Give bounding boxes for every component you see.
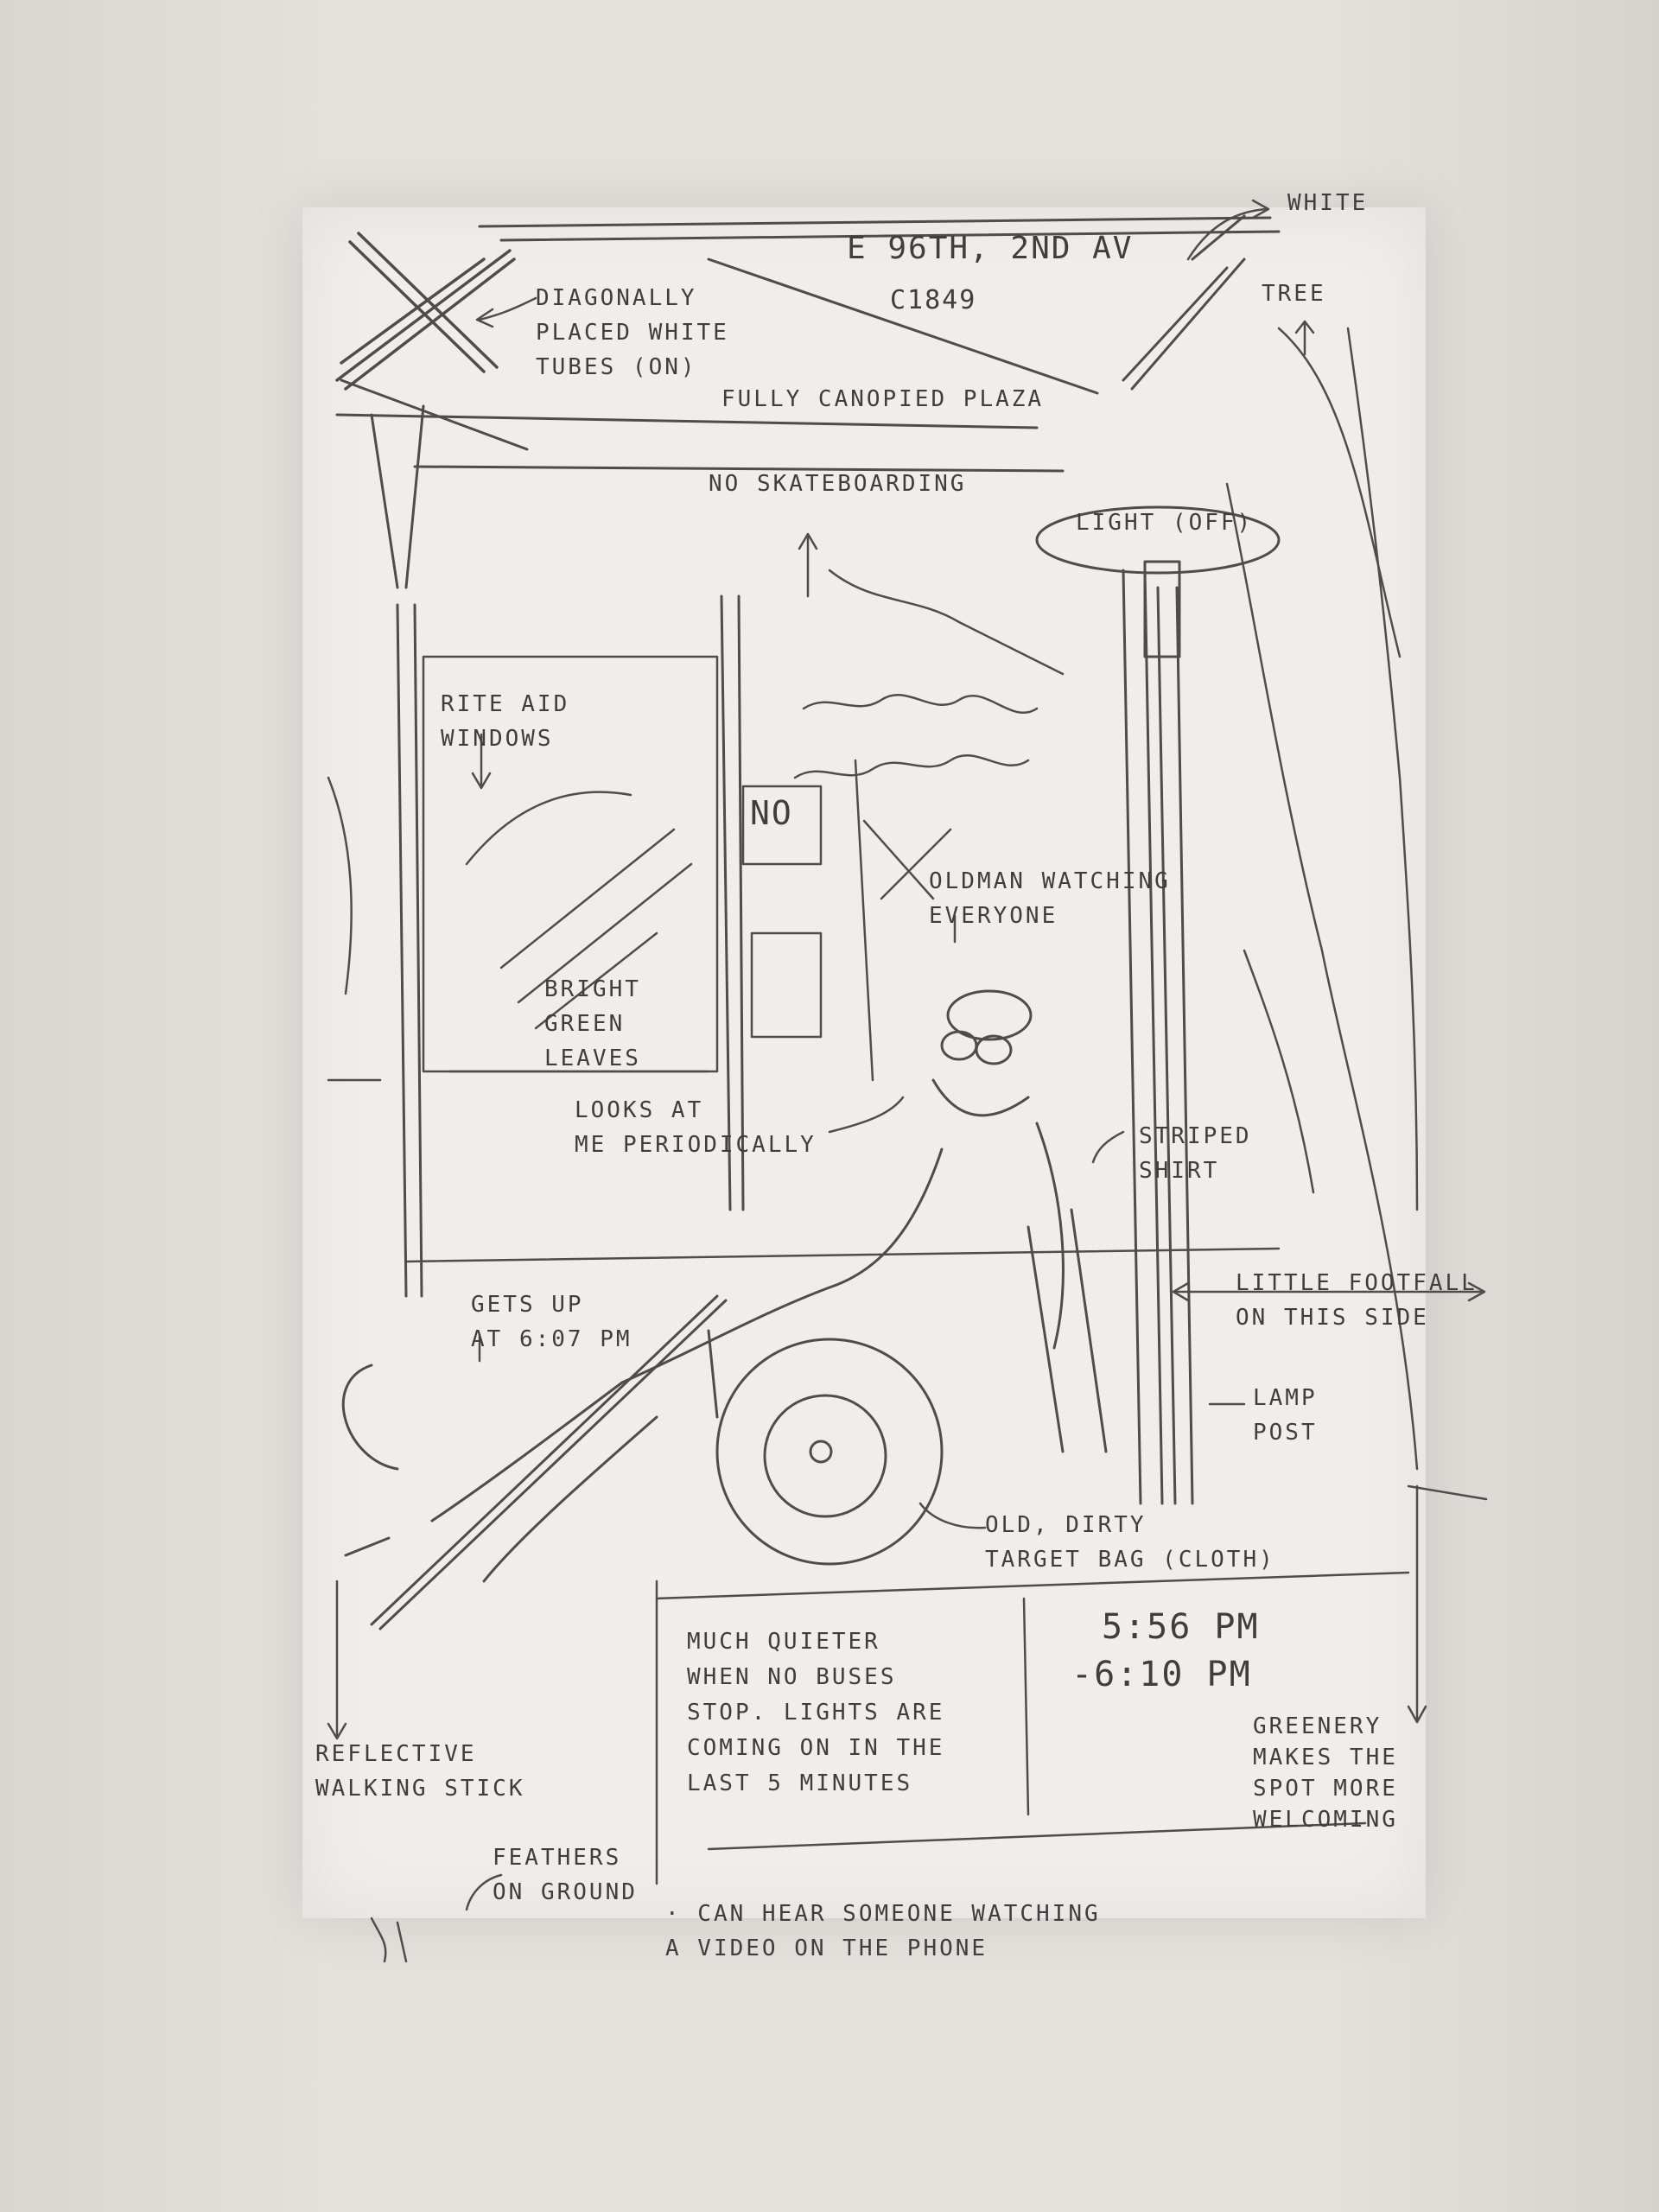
store-windows [327, 655, 874, 1082]
diagonal-tubes [335, 232, 516, 391]
no-sign: NO [750, 794, 793, 832]
looks-note: Looks at me periodically [575, 1097, 817, 1158]
target-bag-note: Old, dirty Target bag (cloth) [985, 1512, 1275, 1573]
quieter-note: Much quieter when no buses stop. Lights … [687, 1629, 945, 1796]
plaza-note: Fully canopied plaza [721, 386, 1045, 412]
tubes-note: Diagonally placed white tubes (on) [536, 285, 729, 380]
old-man-figure [341, 989, 1108, 1630]
skateboarding-note: No skateboarding [709, 471, 967, 497]
white-note: White [1287, 190, 1369, 216]
striped-shirt-note: Striped shirt [1139, 1123, 1252, 1184]
location-label: E 96th, 2nd Av [847, 231, 1134, 266]
light-note: Light (off) [1076, 510, 1254, 536]
sketchbook-page [302, 207, 1426, 1918]
rite-aid-note: Rite Aid windows [441, 691, 570, 752]
annotation-arrows [327, 199, 1486, 1963]
ground-lines [404, 1247, 1488, 1600]
leaves-note: Bright green leaves [544, 976, 641, 1071]
notes-dividers [655, 1580, 1367, 1885]
old-man-note: Oldman watching everyone [929, 868, 1171, 929]
canopy-lines [335, 214, 1281, 473]
leaves-scribbles [793, 327, 1419, 1471]
greenery-note: Greenery makes the spot more welcoming [1253, 1713, 1398, 1833]
feathers-note: Feathers on ground [493, 1845, 638, 1905]
gets-up-note: Gets up at 6:07 pm [471, 1292, 632, 1352]
footfall-note: Little footfall on this side [1236, 1270, 1478, 1331]
lamp-post-note: Lamp post [1253, 1385, 1318, 1446]
tree-note: Tree [1262, 281, 1326, 307]
lamp-post [1035, 505, 1281, 1505]
time-start: 5:56 pm [1102, 1607, 1260, 1647]
pillars [370, 404, 1194, 1505]
phone-video-note: · Can hear someone watching a video on t… [665, 1901, 1101, 1961]
code-label: C1849 [890, 285, 977, 315]
walking-stick-note: Reflective walking stick [315, 1741, 525, 1802]
time-end: -6:10 pm [1071, 1655, 1252, 1694]
